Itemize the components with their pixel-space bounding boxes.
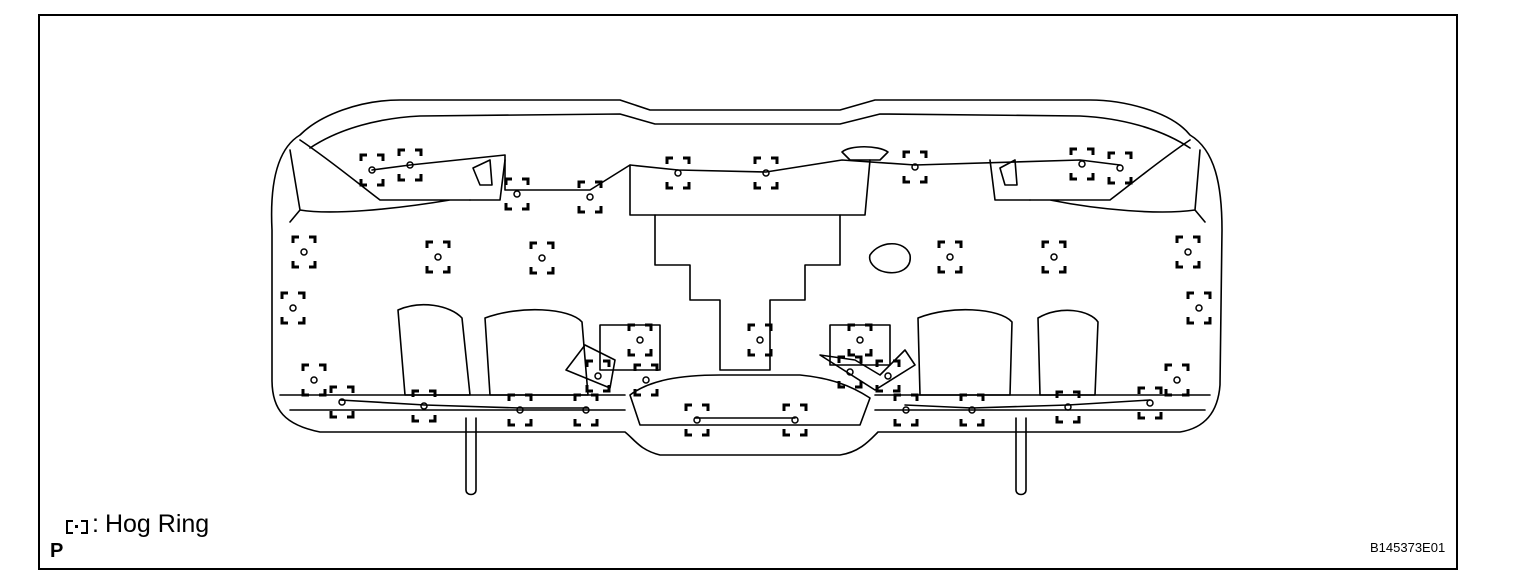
- hog-ring-icon: [665, 156, 691, 190]
- hog-ring-icon: [1137, 386, 1163, 420]
- hog-ring-icon: [893, 393, 919, 427]
- left-headrest-post: [465, 417, 477, 496]
- hog-ring-symbol-icon: [66, 519, 88, 534]
- drawing-code: B145373E01: [1370, 540, 1446, 555]
- hog-ring-icon: [753, 156, 779, 190]
- right-lower-cushion-3: [1037, 309, 1099, 396]
- hog-ring-icon: [633, 363, 659, 397]
- center-bottom-tray: [629, 374, 871, 426]
- left-lower-band: [279, 394, 626, 411]
- hog-ring-icon: [684, 403, 710, 437]
- right-lower-cushion-2: [917, 308, 1013, 396]
- center-panel-frame: [629, 159, 871, 216]
- left-lower-cushion-3: [599, 324, 661, 371]
- hog-ring-icon: [875, 359, 901, 393]
- hog-ring-icon: [1175, 235, 1201, 269]
- upper-wire-right: [914, 159, 1121, 166]
- hog-ring-icon: [1164, 363, 1190, 397]
- left-hook-tab: [472, 159, 493, 186]
- hog-ring-icon: [504, 177, 530, 211]
- left-flap: [565, 344, 616, 389]
- seat-outer-outline: [270, 99, 1223, 456]
- hog-ring-icon: [529, 241, 555, 275]
- hog-ring-icon: [1069, 147, 1095, 181]
- hog-ring-icon: [782, 403, 808, 437]
- hog-ring-icon: [411, 389, 437, 423]
- hog-ring-icon: [902, 150, 928, 184]
- lower-wire-right: [904, 399, 1151, 409]
- hog-ring-icon: [1055, 390, 1081, 424]
- hog-ring-icon: [959, 393, 985, 427]
- illustration-frame: [38, 14, 1458, 570]
- hog-ring-icon: [1186, 291, 1212, 325]
- lower-wire-left: [339, 399, 589, 409]
- upper-ridge: [469, 159, 1031, 201]
- hog-ring-icon: [301, 363, 327, 397]
- right-hook-tab: [999, 159, 1018, 186]
- hog-ring-icon: [359, 153, 385, 187]
- hog-ring-icon: [425, 240, 451, 274]
- hog-ring-icon: [577, 180, 603, 214]
- hog-ring-icon: [837, 355, 863, 389]
- page-marker: P: [50, 540, 64, 562]
- legend: : Hog Ring: [66, 510, 209, 539]
- hog-ring-icon: [747, 323, 773, 357]
- right-lower-band: [874, 394, 1211, 411]
- right-bolster: [1029, 139, 1206, 223]
- hog-ring-icon: [329, 385, 355, 419]
- hog-ring-icon: [585, 359, 611, 393]
- left-lower-cushion-1: [397, 303, 471, 396]
- left-lower-cushion-2: [484, 308, 589, 396]
- hog-ring-icon: [627, 323, 653, 357]
- hog-ring-icon: [1041, 240, 1067, 274]
- hog-ring-icon: [507, 393, 533, 427]
- legend-label: Hog Ring: [104, 510, 210, 538]
- right-headrest-post: [1015, 417, 1027, 496]
- left-bolster: [289, 139, 471, 223]
- hog-ring-icon: [847, 323, 873, 357]
- hog-ring-icon: [573, 393, 599, 427]
- hog-ring-icon: [280, 291, 306, 325]
- hog-ring-icon: [397, 148, 423, 182]
- center-panel: [654, 214, 841, 371]
- upper-wire-left: [371, 154, 916, 191]
- hog-ring-icon: [291, 235, 317, 269]
- center-knob: [868, 242, 911, 274]
- seat-top-rim: [309, 113, 1191, 149]
- legend-separator: :: [92, 510, 99, 538]
- top-grip: [841, 145, 889, 161]
- hog-ring-icon: [1107, 151, 1133, 185]
- hog-ring-icon: [937, 240, 963, 274]
- right-flap: [819, 349, 916, 391]
